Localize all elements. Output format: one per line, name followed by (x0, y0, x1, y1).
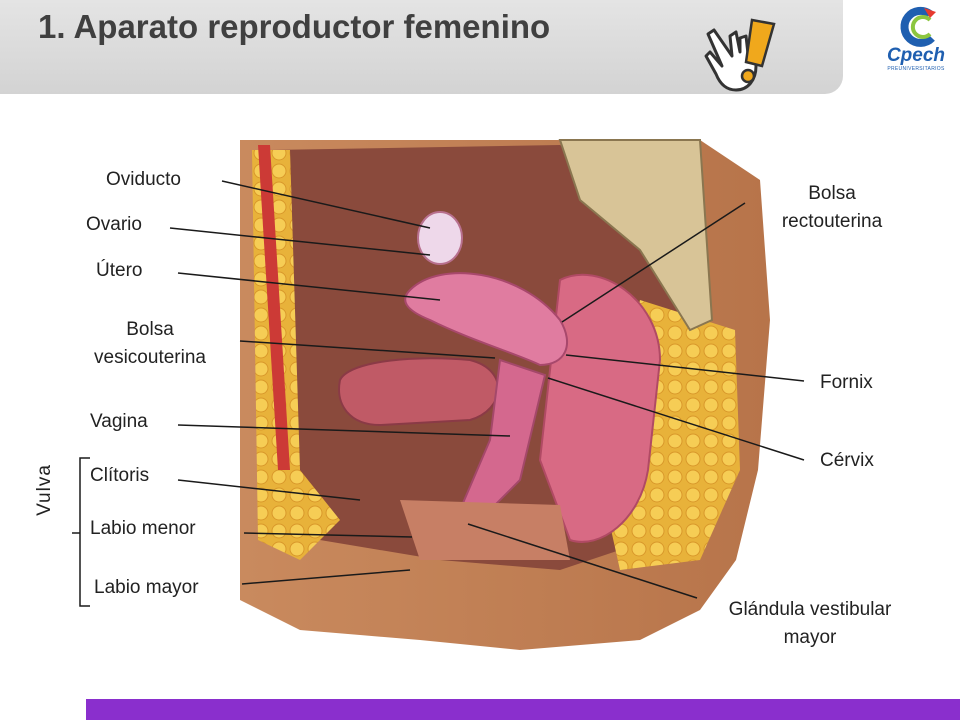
label-oviducto: Oviducto (106, 169, 181, 190)
leader-utero (177, 272, 441, 301)
uterus (404, 272, 569, 367)
leader-vagina (177, 424, 511, 437)
page-title: 1. Aparato reproductor femenino (38, 8, 551, 45)
label-vulva: Vulva (34, 464, 55, 516)
ovary (417, 211, 463, 265)
leader-labio-mayor (241, 569, 411, 585)
leader-labio-menor (243, 532, 413, 538)
exclamation-icon (740, 18, 776, 84)
header-bar (0, 0, 843, 94)
label-bolsa-rectouterina-line1: Bolsa (808, 183, 856, 204)
pointing-hand-icon (704, 18, 776, 92)
abdominal-wall (258, 145, 290, 470)
spine (558, 139, 714, 332)
cpech-logo: Cpech PREUNIVERSITARIOS (880, 4, 952, 74)
logo-sub: PREUNIVERSITARIOS (887, 66, 945, 72)
footer-accent-bar (86, 699, 960, 720)
rectum (538, 273, 662, 543)
label-utero: Útero (96, 260, 143, 281)
label-glandula-line2: mayor (783, 627, 837, 648)
leader-oviducto (221, 180, 431, 229)
label-bolsa-vesicouterina-line1: Bolsa (126, 319, 174, 340)
label-bolsa-vesicouterina-line2: vesicouterina (94, 347, 206, 368)
label-ovario: Ovario (86, 214, 142, 235)
logo-word: Cpech (886, 45, 946, 66)
label-bolsa-vesicouterina: Bolsa vesicouterina (80, 316, 220, 372)
leader-ovario (169, 227, 431, 256)
label-fornix: Fornix (820, 372, 873, 393)
label-cervix: Cérvix (820, 450, 874, 471)
leader-clitoris (177, 479, 361, 501)
label-glandula-vestibular: Glándula vestibular mayor (700, 596, 920, 652)
vulva-bracket (79, 457, 90, 607)
leader-cervix (547, 377, 805, 461)
label-bolsa-rectouterina-line2: rectouterina (781, 211, 883, 232)
leader-bolsa-vesicouterina (239, 340, 496, 359)
label-labio-menor: Labio menor (90, 518, 196, 539)
label-labio-mayor: Labio mayor (94, 577, 199, 598)
label-clitoris: Clítoris (90, 465, 150, 486)
leader-glandula (467, 523, 698, 599)
logo-emblem-icon (900, 6, 936, 47)
leader-fornix (565, 354, 805, 382)
label-bolsa-rectouterina: Bolsa rectouterina (762, 180, 902, 236)
label-vagina: Vagina (90, 411, 148, 432)
label-glandula-line1: Glándula vestibular (728, 599, 892, 620)
leader-bolsa-rectouterina (561, 202, 746, 323)
